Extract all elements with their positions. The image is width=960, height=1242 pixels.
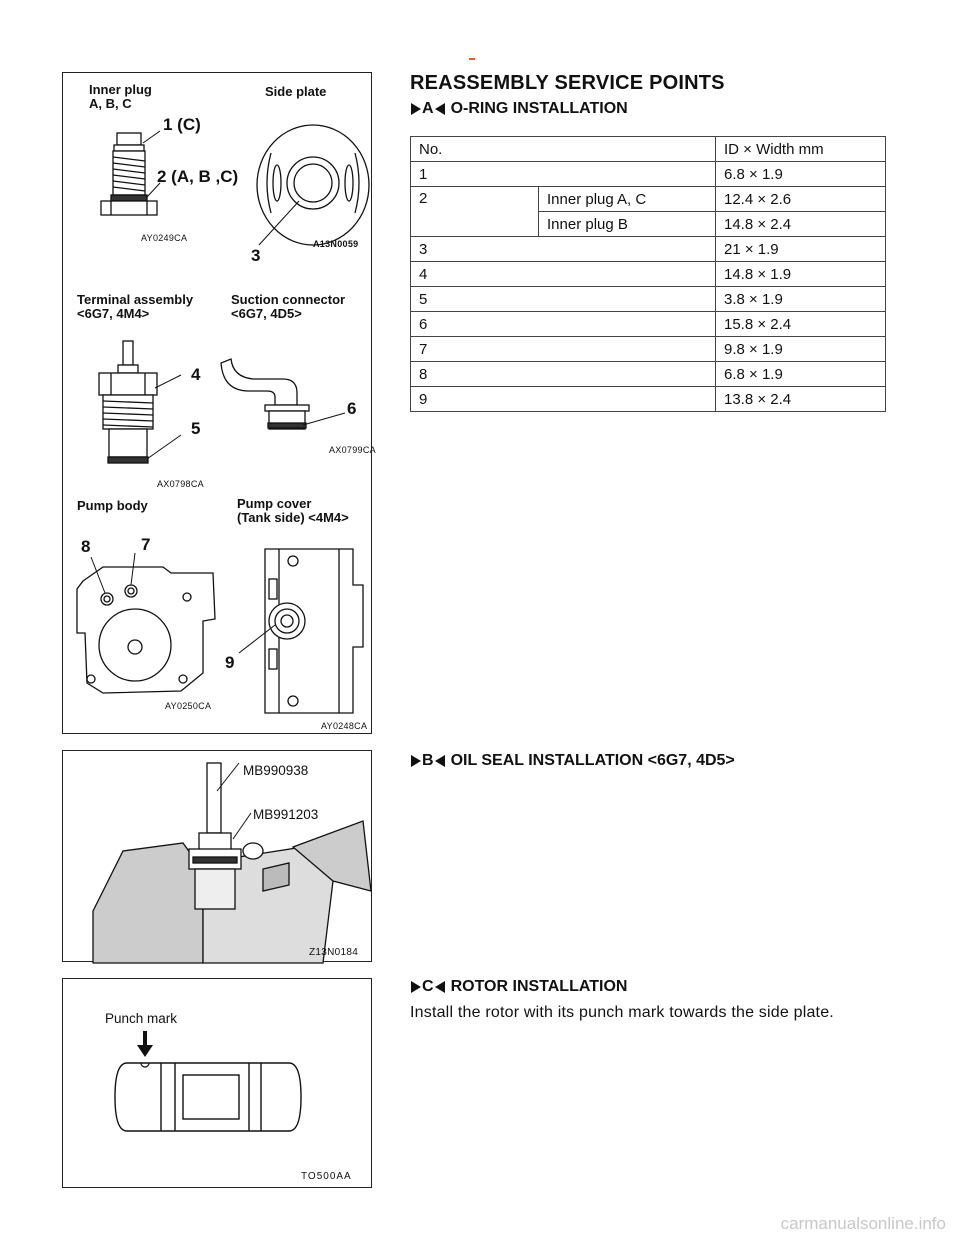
- step-c-text: Install the rotor with its punch mark to…: [410, 1004, 834, 1021]
- row-no: 9: [410, 386, 716, 412]
- table-row: 3 21 × 1.9: [410, 236, 886, 262]
- pump-cover-label: Pump cover (Tank side) <4M4>: [237, 496, 349, 525]
- tool-mb990938: MB990938: [243, 763, 309, 778]
- callout-8: 8: [81, 537, 91, 556]
- step-a-letter: A: [422, 100, 434, 117]
- figure-code-to500aa: TO500AA: [301, 1171, 352, 1182]
- row-no: 2: [410, 186, 539, 237]
- right-arrow-icon: [411, 755, 421, 767]
- row-no: 1: [410, 161, 716, 187]
- row-dimension: 13.8 × 2.4: [715, 386, 886, 412]
- figure-code-z13n0184: Z13N0184: [309, 947, 359, 958]
- figure-code-a13n0059: A13N0059: [313, 239, 359, 249]
- header-dimension: ID × Width mm: [715, 136, 886, 162]
- step-b-letter: B: [422, 752, 434, 769]
- table-row: 2 Inner plug A, C 12.4 × 2.6: [410, 186, 886, 237]
- figure-code-ay0249ca: AY0249CA: [141, 233, 188, 243]
- figure-code-ay0248ca: AY0248CA: [321, 721, 368, 731]
- row-sub-label: Inner plug B: [538, 211, 716, 237]
- row-no: 8: [410, 361, 716, 387]
- callout-9: 9: [225, 653, 235, 672]
- figure-code-ax0798ca: AX0798CA: [157, 479, 204, 489]
- step-b-title: OIL SEAL INSTALLATION <6G7, 4D5>: [450, 752, 735, 769]
- header-mark: [469, 58, 475, 60]
- figure-code-ax0799ca: AX0799CA: [329, 445, 376, 455]
- left-arrow-icon: [434, 755, 445, 767]
- table-row: 6 15.8 × 2.4: [410, 311, 886, 337]
- suction-connector-label: Suction connector <6G7, 4D5>: [231, 292, 346, 321]
- table-row: 9 13.8 × 2.4: [410, 386, 886, 412]
- step-b-heading: B OIL SEAL INSTALLATION <6G7, 4D5>: [411, 752, 735, 770]
- callout-5: 5: [191, 419, 201, 438]
- table-row: Inner plug B 14.8 × 2.4: [411, 211, 886, 237]
- oil-seal-figure: MB990938 MB991203 Z13N0184: [62, 750, 372, 964]
- table-row: 4 14.8 × 1.9: [410, 261, 886, 287]
- row-no: 4: [410, 261, 716, 287]
- row-dimension: 14.8 × 2.4: [715, 211, 886, 237]
- terminal-assembly-label: Terminal assembly <6G7, 4M4>: [77, 292, 194, 321]
- callout-2: 2 (A, B ,C): [157, 167, 239, 186]
- oil-seal-drawing: [92, 762, 372, 964]
- step-c-heading: C ROTOR INSTALLATION: [411, 978, 627, 996]
- row-no: 3: [410, 236, 716, 262]
- row-no: 6: [410, 311, 716, 337]
- left-arrow-icon: [434, 981, 445, 993]
- left-arrow-icon: [434, 103, 445, 115]
- callout-3: 3: [251, 246, 261, 265]
- row-dimension: 14.8 × 1.9: [715, 261, 886, 287]
- row-dimension: 21 × 1.9: [715, 236, 886, 262]
- row-dimension: 6.8 × 1.9: [715, 361, 886, 387]
- o-ring-table: No. ID × Width mm 1 6.8 × 1.9 2 Inner pl…: [410, 136, 886, 412]
- row-no: 5: [410, 286, 716, 312]
- callout-7: 7: [141, 535, 151, 554]
- rotor-figure: Punch mark TO500AA: [62, 978, 372, 1188]
- row-dimension: 6.8 × 1.9: [715, 161, 886, 187]
- header-no: No.: [410, 136, 716, 162]
- section-title: REASSEMBLY SERVICE POINTS: [410, 72, 725, 94]
- row-sub-label: Inner plug A, C: [538, 186, 716, 212]
- row-dimension: 12.4 × 2.6: [715, 186, 886, 212]
- pump-body-label: Pump body: [77, 498, 148, 513]
- watermark: carmanualsonline.info: [780, 1214, 946, 1233]
- callout-1: 1 (C): [163, 115, 201, 134]
- inner-plug-label: Inner plug A, B, C: [89, 82, 152, 111]
- right-arrow-icon: [411, 103, 421, 115]
- o-ring-figure: Inner plug A, B, C Side plate 1 (C) 2 (A…: [62, 72, 376, 734]
- table-row: 7 9.8 × 1.9: [410, 336, 886, 362]
- right-arrow-icon: [411, 981, 421, 993]
- row-no: 7: [410, 336, 716, 362]
- row-dimension: 15.8 × 2.4: [715, 311, 886, 337]
- table-header-row: No. ID × Width mm: [410, 136, 886, 162]
- table-row: 1 6.8 × 1.9: [410, 161, 886, 187]
- figure-code-ay0250ca: AY0250CA: [165, 701, 212, 711]
- row-dimension: 9.8 × 1.9: [715, 336, 886, 362]
- table-row: 8 6.8 × 1.9: [410, 361, 886, 387]
- step-a-heading: A O-RING INSTALLATION: [411, 100, 628, 118]
- step-c-letter: C: [422, 978, 434, 995]
- row-dimension: 3.8 × 1.9: [715, 286, 886, 312]
- callout-6: 6: [347, 399, 357, 418]
- table-row: 5 3.8 × 1.9: [410, 286, 886, 312]
- step-c-title: ROTOR INSTALLATION: [450, 978, 628, 995]
- callout-4: 4: [191, 365, 201, 384]
- step-a-title: O-RING INSTALLATION: [450, 100, 628, 117]
- side-plate-label: Side plate: [265, 84, 327, 99]
- punch-mark-label: Punch mark: [105, 1011, 178, 1026]
- tool-mb991203: MB991203: [253, 807, 319, 822]
- o-ring-figure-drawing: [76, 124, 370, 714]
- rotor-drawing: [114, 1031, 302, 1132]
